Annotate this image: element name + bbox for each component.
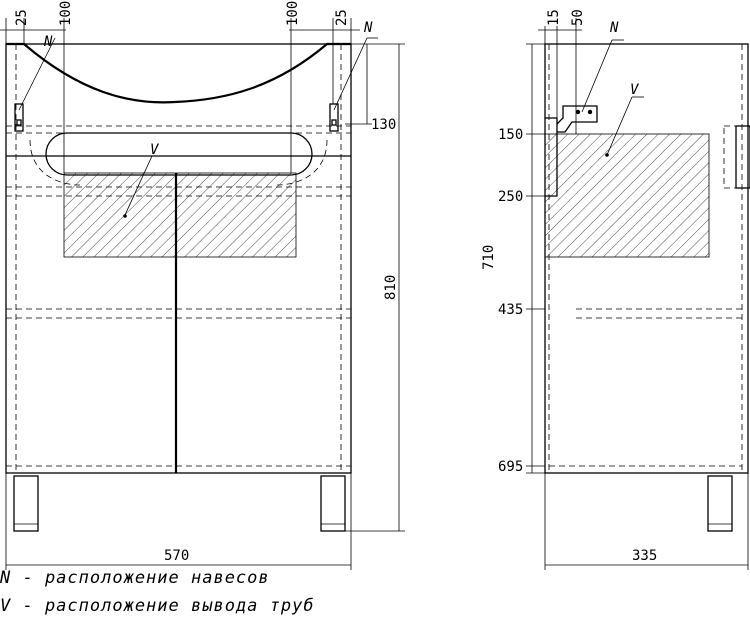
side-pipe-outlet-area xyxy=(544,133,710,258)
front-label-n: N xyxy=(43,34,53,50)
side-handle xyxy=(735,125,750,189)
dim-100-right: 100 xyxy=(285,1,301,26)
side-cabinet-outline xyxy=(544,43,749,474)
front-view: 25 100 100 25 N N V 130 810 570 xyxy=(0,1,405,570)
dim-435: 435 xyxy=(498,302,523,318)
side-hanger xyxy=(556,105,598,133)
dim-130: 130 xyxy=(371,117,396,133)
front-label-v: V xyxy=(150,142,160,158)
leg-left xyxy=(13,475,39,532)
leg-right xyxy=(320,475,346,532)
legend-line-v: V - расположение вывода труб xyxy=(0,596,315,616)
front-cabinet-outline xyxy=(5,43,352,474)
front-label-n-right: N xyxy=(363,20,373,36)
basin-curve xyxy=(6,42,351,104)
side-leg xyxy=(707,475,733,532)
dim-335: 335 xyxy=(632,548,657,564)
dim-150: 150 xyxy=(498,127,523,143)
dim-710: 710 xyxy=(481,245,497,270)
dim-100-left: 100 xyxy=(58,1,74,26)
dim-695: 695 xyxy=(498,459,523,475)
dim-25-right: 25 xyxy=(334,9,350,26)
hanger-right xyxy=(329,103,339,132)
dim-15: 15 xyxy=(546,9,562,26)
dim-810: 810 xyxy=(383,275,399,300)
handle-slot xyxy=(45,132,313,176)
legend-line-n: N - расположение навесов xyxy=(0,568,270,588)
pipe-outlet-area xyxy=(63,172,297,258)
hanger-left xyxy=(14,103,24,132)
side-label-v: V xyxy=(630,82,640,98)
dim-50: 50 xyxy=(570,9,586,26)
side-label-n: N xyxy=(609,20,619,36)
dim-25-left: 25 xyxy=(14,9,30,26)
side-view: 15 50 N V 150 250 435 695 710 335 xyxy=(481,9,750,570)
dim-250: 250 xyxy=(498,189,523,205)
dim-570: 570 xyxy=(164,548,189,564)
